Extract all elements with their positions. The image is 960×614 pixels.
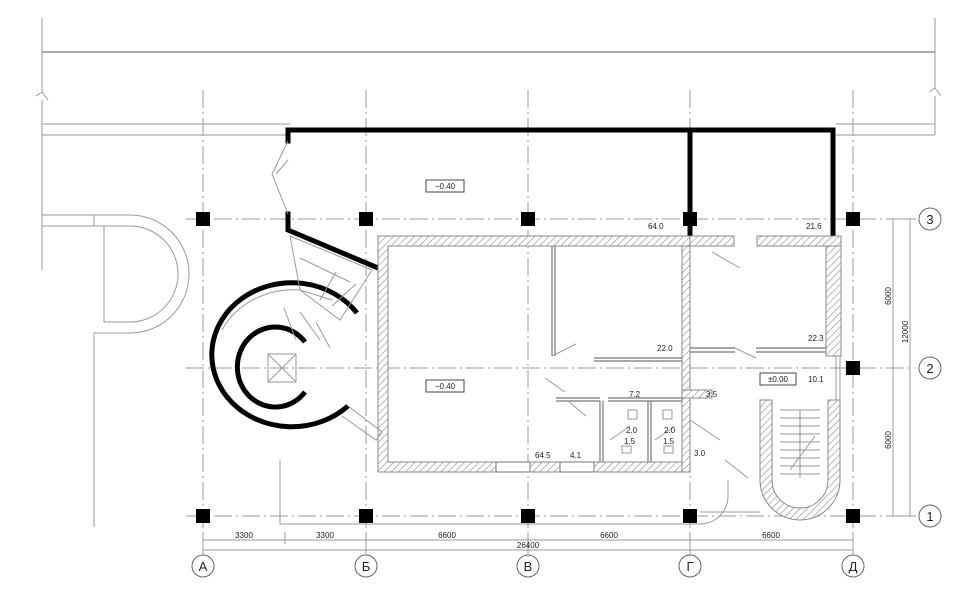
- level-mark-entry-text: ±0.00: [768, 375, 789, 384]
- axis-label-2: 2: [926, 361, 933, 376]
- axis-label-1: 1: [926, 509, 933, 524]
- area-label: 21.6: [806, 222, 822, 231]
- hall-level-mark-group: −0.40 ±0.00: [425, 372, 797, 393]
- area-label: 2.0: [626, 426, 638, 435]
- straight-staircase: [780, 409, 820, 478]
- right-dimension-chain: 6000 6000 12000: [884, 218, 916, 517]
- area-label: 1.5: [663, 437, 675, 446]
- level-mark-hall-text: −0.40: [435, 382, 456, 391]
- column: [196, 509, 210, 523]
- axis-label-a: А: [199, 559, 208, 574]
- level-mark-upper-text: −0.40: [435, 182, 456, 191]
- main-building-walls: [377, 235, 842, 521]
- bottom-dimension-chain: 3300 3300 6600 6600 6600 26400: [202, 531, 854, 556]
- dimension-label: 6000: [884, 431, 893, 449]
- grid-axes: [186, 90, 915, 552]
- column: [683, 509, 697, 523]
- axis-label-g: Г: [686, 559, 693, 574]
- dimension-total: 12000: [901, 320, 910, 343]
- area-label: 3.5: [706, 390, 718, 399]
- level-mark-upper: [425, 179, 465, 193]
- interior-partitions: [544, 246, 826, 479]
- area-label: 1.5: [624, 437, 636, 446]
- column: [359, 212, 373, 226]
- dimension-label: 6600: [600, 531, 618, 540]
- column: [359, 509, 373, 523]
- column: [196, 212, 210, 226]
- column: [846, 212, 860, 226]
- column: [846, 509, 860, 523]
- area-label: 22.0: [657, 344, 673, 353]
- area-label: 7.2: [629, 390, 641, 399]
- axis-label-v: В: [524, 559, 533, 574]
- level-mark-hall: [425, 379, 465, 393]
- dimension-label: 6600: [762, 531, 780, 540]
- dimension-label: 3300: [316, 531, 334, 540]
- area-label: 10.1: [808, 375, 824, 384]
- dimension-label: 6000: [884, 287, 893, 305]
- column: [521, 212, 535, 226]
- room-area-labels: 64.0 21.6 22.0 22.3 10.1 7.2 3.5 2.0 2.0…: [535, 222, 824, 460]
- area-label: 64.0: [648, 222, 664, 231]
- columns: [196, 212, 860, 523]
- entrance-outline: [279, 460, 760, 525]
- column: [846, 361, 860, 375]
- axis-label-3: 3: [926, 212, 933, 227]
- area-label: 64.5: [535, 451, 551, 460]
- level-mark-entry: [759, 372, 797, 386]
- area-label: 4.1: [570, 451, 582, 460]
- area-label: 3.0: [694, 449, 706, 458]
- axis-bubbles-letters: А Б В Г Д: [191, 554, 865, 578]
- axis-bubbles-numbers: 3 2 1: [918, 207, 942, 528]
- axis-label-b: Б: [362, 559, 371, 574]
- left-ramp-outline: [42, 214, 190, 527]
- dimension-label: 3300: [235, 531, 253, 540]
- area-label: 2.0: [664, 426, 676, 435]
- axis-label-d: Д: [849, 559, 858, 574]
- spiral-staircase: [209, 235, 383, 441]
- column: [521, 509, 535, 523]
- area-label: 22.3: [808, 334, 824, 343]
- column: [683, 212, 697, 226]
- dimension-total: 26400: [517, 541, 540, 550]
- dimension-label: 6600: [438, 531, 456, 540]
